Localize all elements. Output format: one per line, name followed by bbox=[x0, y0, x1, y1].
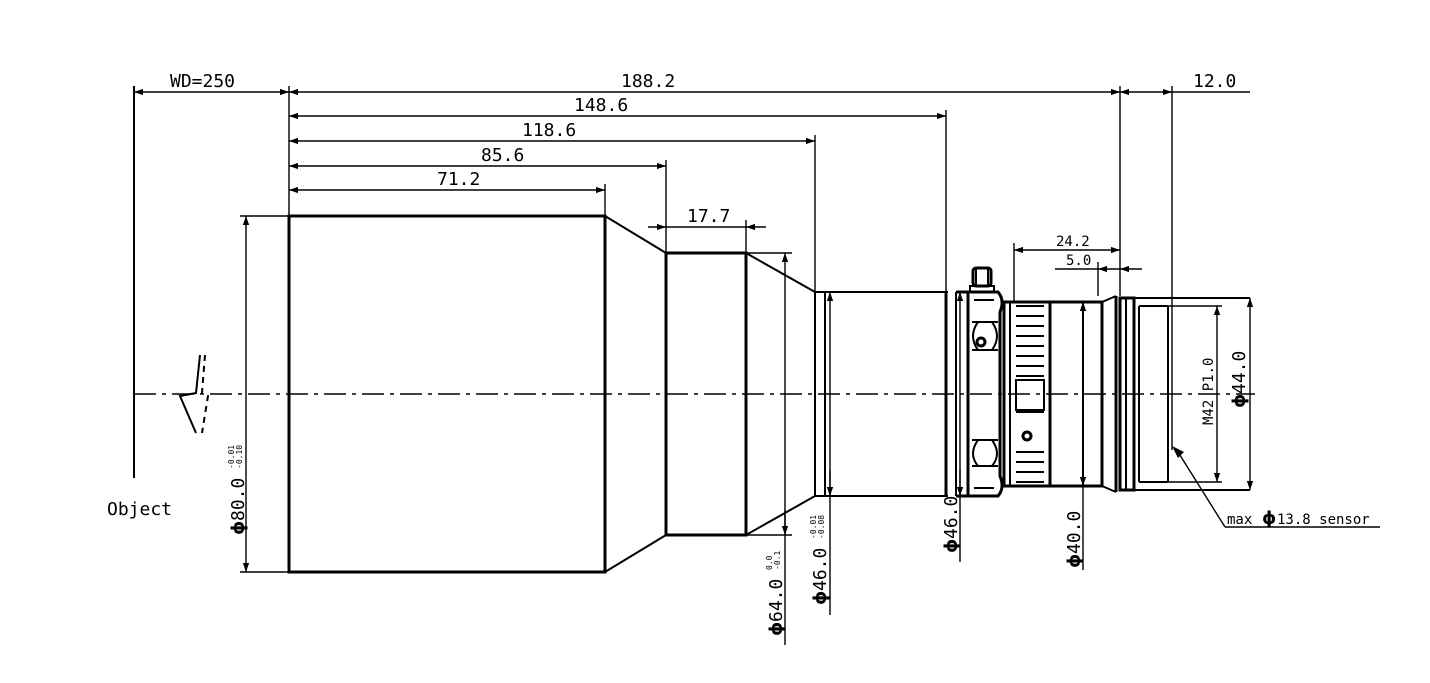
dim-148: 148.6 bbox=[574, 95, 628, 116]
break-symbol bbox=[178, 354, 201, 434]
sensor-leader-arrow bbox=[1172, 446, 1184, 458]
focus-ring bbox=[968, 290, 1004, 498]
dim-d46b: 46.0 bbox=[941, 496, 962, 539]
ring-64 bbox=[664, 251, 748, 537]
lock-screw-base bbox=[969, 285, 995, 293]
top-dimensions: WD=250 188.2 12.0 148.6 118.6 85.6 71.2 … bbox=[134, 71, 1250, 450]
dim-d44-label: ϕ 44.0 bbox=[1229, 351, 1250, 408]
dim-d64: 64.0 bbox=[766, 579, 787, 622]
dim-d64-tol-top: 0.0 bbox=[765, 555, 774, 570]
dim-71: 71.2 bbox=[437, 169, 480, 190]
dim-d80: 80.0 bbox=[228, 478, 249, 521]
dim-d80-tol-bottom: -0.10 bbox=[235, 445, 244, 469]
dim-thread: M42 P1.0 bbox=[1201, 358, 1217, 425]
dim-d46a: 46.0 bbox=[810, 548, 831, 591]
phi-symbol: ϕ bbox=[810, 591, 831, 605]
dim-d44: 44.0 bbox=[1229, 351, 1250, 394]
dim-12: 12.0 bbox=[1193, 71, 1236, 92]
rear-taper-bottom bbox=[1101, 485, 1117, 493]
mid-taper-top bbox=[745, 252, 816, 293]
dim-d46a-tol-top: -0.01 bbox=[809, 515, 818, 539]
sensor-max: max bbox=[1227, 512, 1252, 528]
front-taper-top bbox=[604, 215, 667, 254]
phi-symbol: ϕ bbox=[228, 521, 249, 535]
diameter-dimensions: ϕ 80.0 -0.01 -0.10 ϕ 64.0 0.0 -0.1 ϕ 46.… bbox=[227, 215, 1380, 645]
dim-d40: 40.0 bbox=[1064, 511, 1085, 554]
focus-ring-screw bbox=[975, 336, 987, 348]
dim-118: 118.6 bbox=[522, 120, 576, 141]
sensor-size: 13.8 sensor bbox=[1277, 512, 1370, 528]
dim-5: 5.0 bbox=[1066, 253, 1091, 269]
mid-taper-bottom bbox=[745, 495, 816, 536]
sensor-leader bbox=[1177, 451, 1226, 528]
lens-body bbox=[287, 214, 1250, 574]
rear-taper-top bbox=[1101, 295, 1117, 303]
phi-symbol: ϕ bbox=[1262, 508, 1276, 529]
phi-symbol: ϕ bbox=[766, 622, 787, 636]
object-label: Object bbox=[107, 499, 172, 520]
rear-section bbox=[1048, 300, 1104, 488]
dim-d46b-label: ϕ 46.0 bbox=[941, 496, 962, 553]
focus-ring-grooves bbox=[972, 299, 998, 489]
aperture-ring-knurling bbox=[1009, 302, 1044, 486]
dim-85: 85.6 bbox=[481, 145, 524, 166]
front-taper-bottom bbox=[604, 534, 667, 573]
dim-17: 17.7 bbox=[687, 206, 730, 227]
phi-symbol: ϕ bbox=[1064, 554, 1085, 568]
dim-d46a-tol-bottom: -0.08 bbox=[817, 515, 826, 539]
front-barrel bbox=[287, 214, 607, 574]
dim-d64-label: ϕ 64.0 0.0 -0.1 bbox=[765, 551, 787, 636]
dim-d80-tol-top: -0.01 bbox=[227, 445, 236, 469]
dim-wd: WD=250 bbox=[170, 71, 235, 92]
aperture-window bbox=[1015, 379, 1045, 411]
dim-d40-label: ϕ 40.0 bbox=[1064, 511, 1085, 568]
dim-thread-label: M42 P1.0 bbox=[1201, 358, 1217, 425]
dim-188: 188.2 bbox=[621, 71, 675, 92]
dim-24: 24.2 bbox=[1056, 234, 1090, 250]
focus-ring-grip bbox=[972, 321, 998, 467]
phi-symbol: ϕ bbox=[1229, 394, 1250, 408]
dim-d46a-label: ϕ 46.0 -0.01 -0.08 bbox=[809, 515, 831, 605]
dim-d80-label: ϕ 80.0 -0.01 -0.10 bbox=[227, 445, 249, 535]
phi-symbol: ϕ bbox=[941, 539, 962, 553]
dim-d64-tol-bottom: -0.1 bbox=[773, 551, 782, 570]
aperture-screw bbox=[1021, 430, 1033, 442]
